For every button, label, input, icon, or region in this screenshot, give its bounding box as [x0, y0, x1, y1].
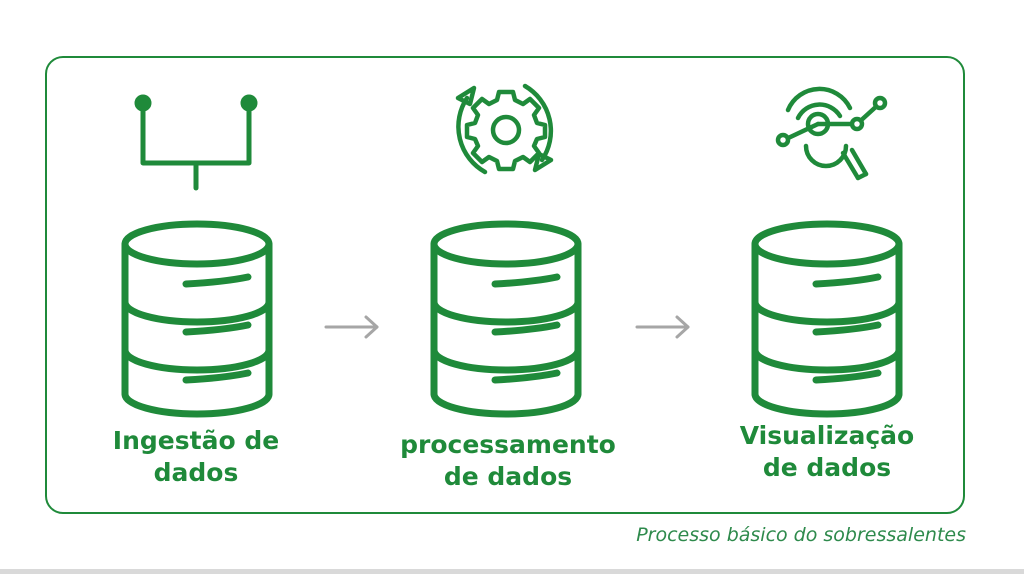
- stage-label-visualization-line1: Visualização: [739, 421, 915, 450]
- gear-cycle-icon: [455, 83, 554, 175]
- database-icon-processing: [434, 224, 578, 414]
- pipeline-icon: [134, 94, 258, 191]
- stage-label-processing-line2: de dados: [443, 462, 573, 491]
- stage-label-ingestion-line1: Ingestão de: [112, 426, 280, 455]
- bottom-divider: [0, 569, 1024, 574]
- diagram-frame: [45, 56, 965, 514]
- analytics-search-icon: [775, 86, 888, 181]
- stage-label-processing-line1: processamento: [400, 430, 616, 459]
- arrow-right-icon-2: [635, 315, 690, 339]
- stage-label-ingestion: Ingestão de dados: [81, 425, 311, 489]
- database-icon-ingestion: [125, 224, 269, 414]
- database-icon-visualization: [755, 224, 899, 414]
- arrow-right-icon-1: [324, 315, 379, 339]
- stage-label-processing: processamento de dados: [393, 429, 623, 493]
- stage-label-visualization: Visualização de dados: [712, 420, 942, 484]
- figure-caption: Processo básico do sobressalentes: [636, 524, 966, 546]
- stage-label-visualization-line2: de dados: [762, 453, 892, 482]
- stage-label-ingestion-line2: dados: [153, 458, 239, 487]
